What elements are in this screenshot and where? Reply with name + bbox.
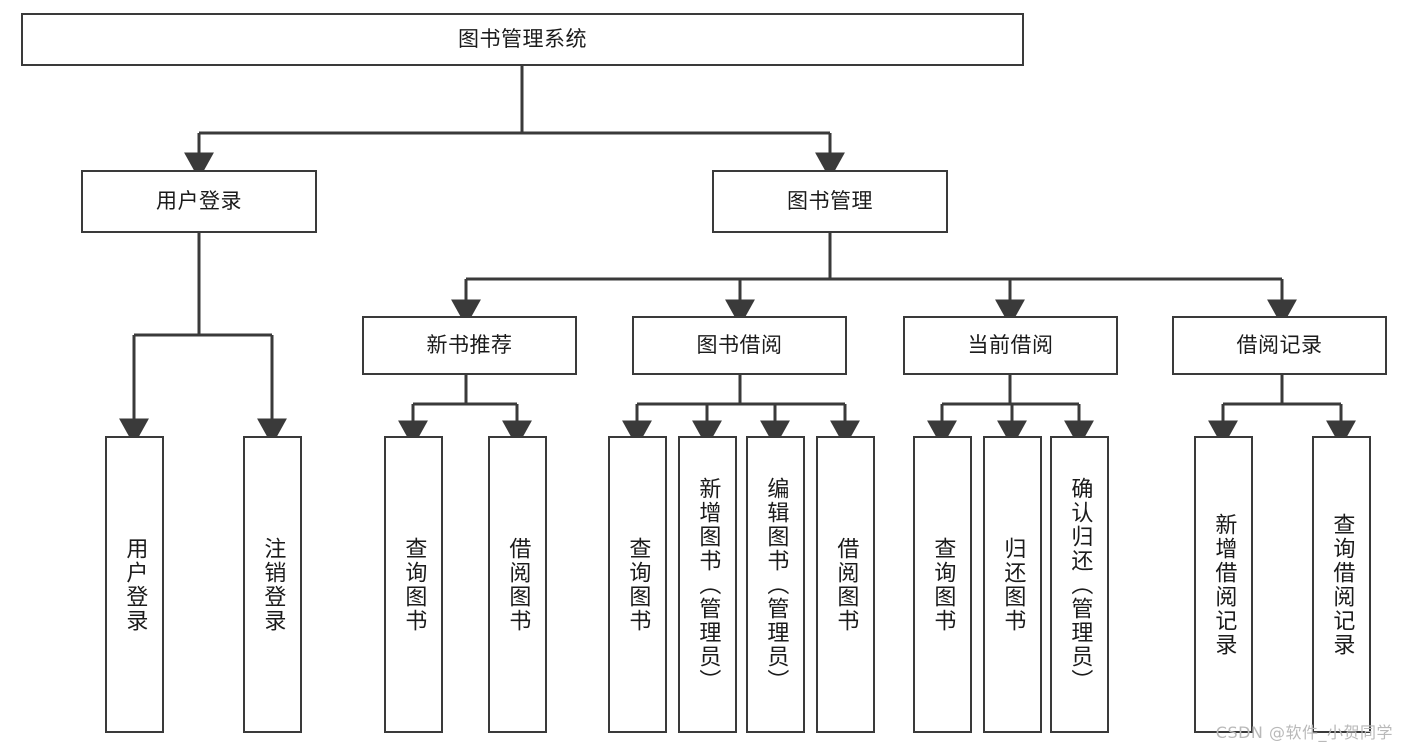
leaf-query-book-2-label: 查询图书 (625, 536, 651, 633)
leaf-add-book[interactable]: 新增图书（管理员） (678, 436, 737, 733)
node-user-login[interactable]: 用户登录 (81, 170, 317, 233)
leaf-query-record-label: 查询借阅记录 (1329, 512, 1355, 657)
leaf-query-book-3-label: 查询图书 (930, 536, 956, 633)
node-root-label: 图书管理系统 (458, 26, 587, 51)
node-borrow-record-label: 借阅记录 (1236, 332, 1323, 357)
node-new-book-recommend[interactable]: 新书推荐 (362, 316, 577, 375)
node-user-login-label: 用户登录 (156, 188, 242, 213)
node-book-management-label: 图书管理 (787, 188, 873, 213)
leaf-edit-book[interactable]: 编辑图书（管理员） (746, 436, 805, 733)
leaf-borrow-book-1[interactable]: 借阅图书 (488, 436, 547, 733)
leaf-add-record-label: 新增借阅记录 (1211, 512, 1237, 657)
leaf-user-logout-label: 注销登录 (260, 536, 286, 633)
leaf-query-book-2[interactable]: 查询图书 (608, 436, 667, 733)
leaf-return-book[interactable]: 归还图书 (983, 436, 1042, 733)
node-borrow-record[interactable]: 借阅记录 (1172, 316, 1387, 375)
node-new-book-recommend-label: 新书推荐 (426, 332, 513, 357)
leaf-add-book-label: 新增图书（管理员） (695, 476, 721, 693)
leaf-return-book-label: 归还图书 (1000, 536, 1026, 633)
node-current-borrow[interactable]: 当前借阅 (903, 316, 1118, 375)
leaf-user-login[interactable]: 用户登录 (105, 436, 164, 733)
leaf-borrow-book-1-label: 借阅图书 (505, 536, 531, 633)
leaf-query-record[interactable]: 查询借阅记录 (1312, 436, 1371, 733)
node-book-borrow[interactable]: 图书借阅 (632, 316, 847, 375)
node-root[interactable]: 图书管理系统 (21, 13, 1024, 66)
leaf-query-book-1-label: 查询图书 (401, 536, 427, 633)
leaf-borrow-book-2[interactable]: 借阅图书 (816, 436, 875, 733)
leaf-query-book-3[interactable]: 查询图书 (913, 436, 972, 733)
leaf-user-logout[interactable]: 注销登录 (243, 436, 302, 733)
leaf-query-book-1[interactable]: 查询图书 (384, 436, 443, 733)
leaf-confirm-return-label: 确认归还（管理员） (1067, 476, 1093, 693)
node-book-management[interactable]: 图书管理 (712, 170, 948, 233)
leaf-user-login-label: 用户登录 (122, 536, 148, 633)
leaf-borrow-book-2-label: 借阅图书 (833, 536, 859, 633)
leaf-edit-book-label: 编辑图书（管理员） (763, 476, 789, 693)
leaf-confirm-return[interactable]: 确认归还（管理员） (1050, 436, 1109, 733)
leaf-add-record[interactable]: 新增借阅记录 (1194, 436, 1253, 733)
node-current-borrow-label: 当前借阅 (967, 332, 1054, 357)
node-book-borrow-label: 图书借阅 (696, 332, 783, 357)
